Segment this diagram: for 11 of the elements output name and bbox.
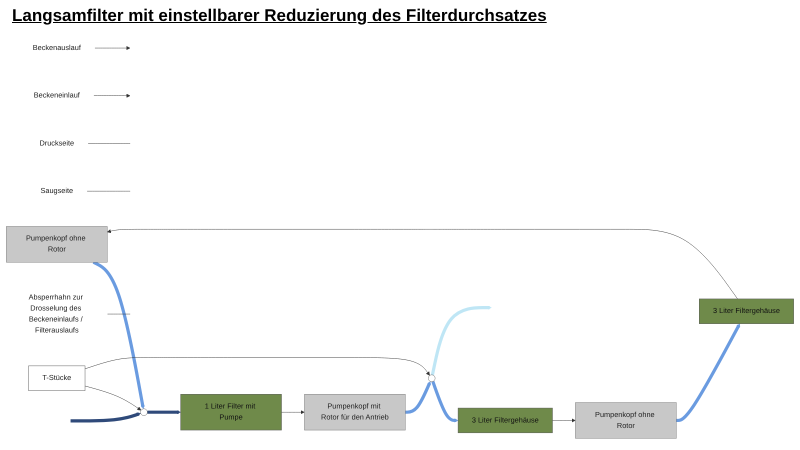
arrow xyxy=(676,324,740,422)
diagram-title: Langsamfilter mit einstellbarer Reduzierung des Filterdurchsatzes xyxy=(12,6,548,26)
arrow xyxy=(430,306,492,376)
connector xyxy=(88,143,130,144)
arrow xyxy=(147,410,181,414)
arrow xyxy=(431,380,458,422)
arrow xyxy=(92,260,145,409)
node-circle xyxy=(428,374,436,382)
node-circle xyxy=(140,408,148,416)
connector xyxy=(86,190,130,192)
arrow xyxy=(70,412,141,422)
